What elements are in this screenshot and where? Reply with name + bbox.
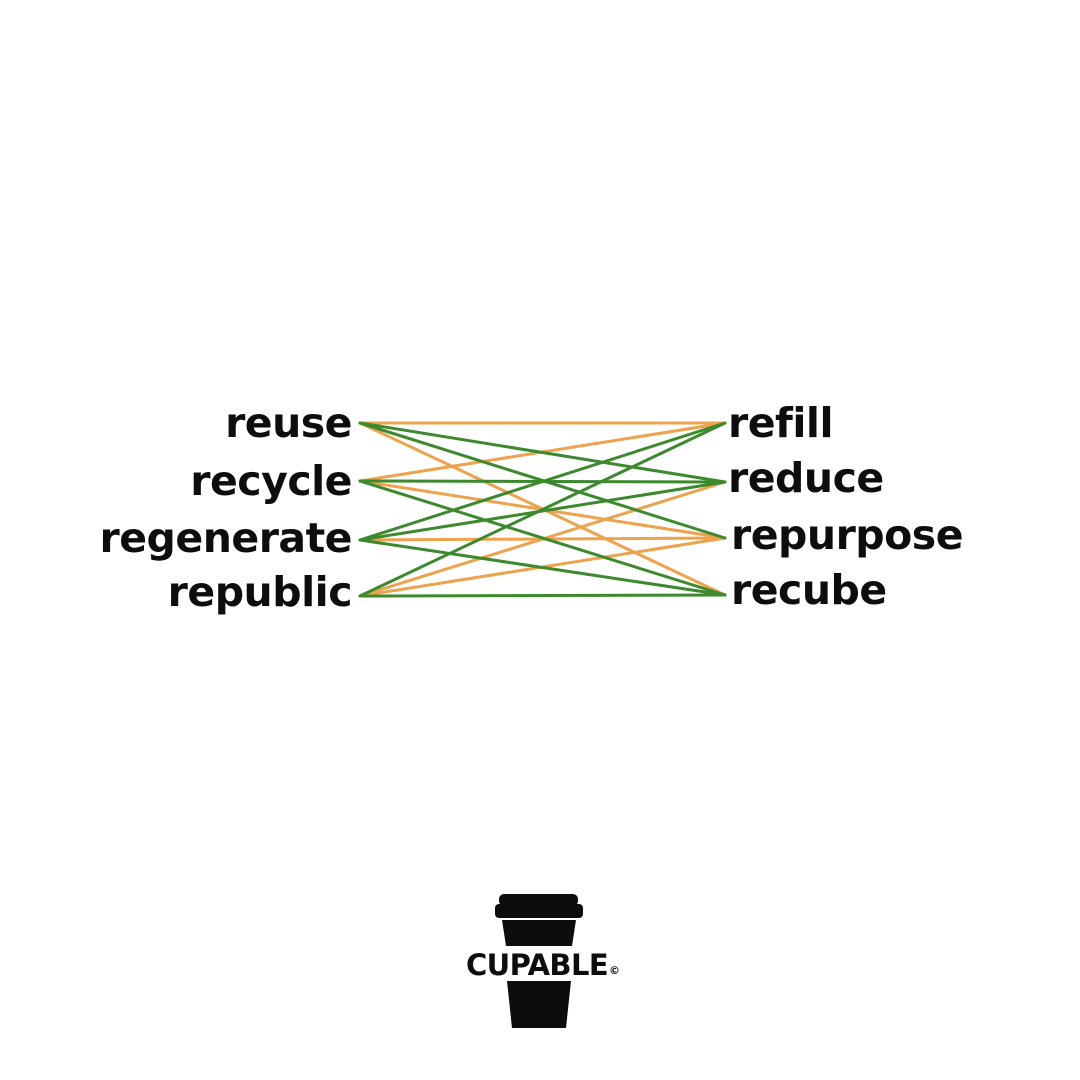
left-word-republic: republic	[168, 568, 352, 616]
coffee-cup-icon	[495, 894, 583, 1028]
logo-text: CUPABLE	[466, 948, 608, 982]
right-word-recube: recube	[731, 566, 887, 614]
left-word-column: reuse recycle regenerate republic	[100, 399, 353, 616]
left-word-regenerate: regenerate	[100, 514, 352, 562]
cupable-logo: CUPABLE ©	[466, 894, 620, 1028]
left-word-recycle: recycle	[190, 457, 352, 505]
connection-republic-recube	[358, 593, 727, 598]
connection-republic-refill	[358, 421, 727, 598]
copyright-mark: ©	[609, 964, 620, 977]
connection-regenerate-recube	[358, 538, 727, 597]
right-word-reduce: reduce	[728, 454, 884, 502]
right-word-repurpose: repurpose	[731, 511, 963, 559]
connection-regenerate-refill	[358, 421, 727, 542]
right-word-refill: refill	[728, 399, 833, 447]
left-word-reuse: reuse	[225, 399, 352, 447]
right-word-column: refill reduce repurpose recube	[728, 399, 964, 614]
connection-reuse-reduce	[358, 421, 727, 484]
connection-recycle-recube	[358, 479, 727, 597]
connection-lines	[358, 421, 727, 598]
